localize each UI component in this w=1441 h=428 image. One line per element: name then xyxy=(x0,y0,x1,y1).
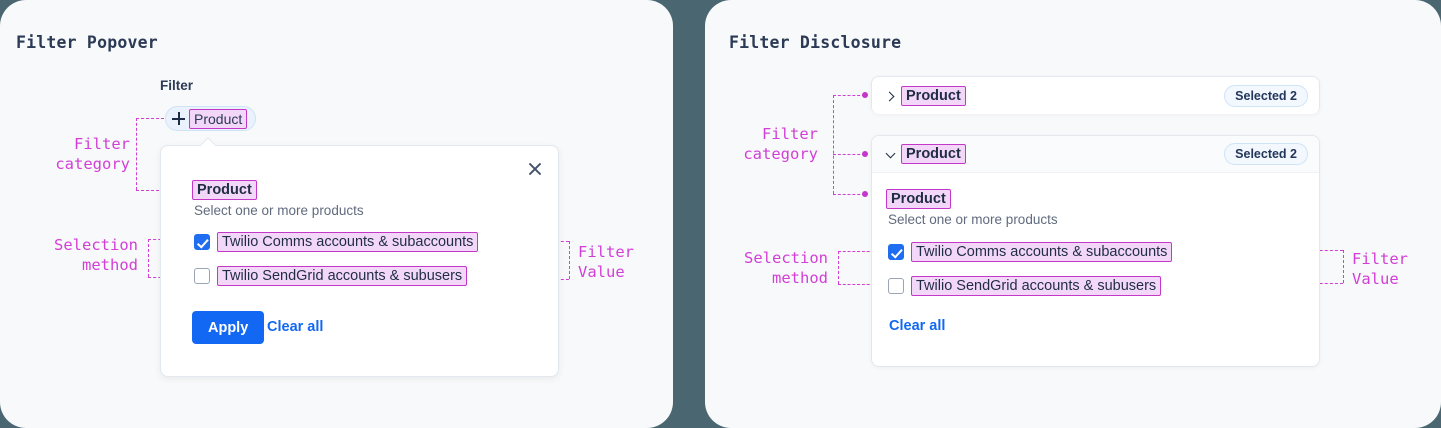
disclosure-card-expanded: Product Selected 2 Product Select one or… xyxy=(871,135,1320,367)
checkbox-row-comms[interactable]: Twilio Comms accounts & subaccounts xyxy=(888,242,1173,262)
disclosure-header[interactable]: Product Selected 2 xyxy=(872,136,1319,173)
clear-all-link[interactable]: Clear all xyxy=(889,318,946,334)
close-icon[interactable] xyxy=(525,159,545,179)
checkbox-row-sendgrid[interactable]: Twilio SendGrid accounts & subusers xyxy=(194,266,468,286)
checkbox-label: Twilio Comms accounts & subaccounts xyxy=(217,232,479,252)
annotation-dot xyxy=(862,151,868,157)
annotation-connector-v xyxy=(569,241,570,279)
filter-popover-panel: Filter Popover Filter category Selection… xyxy=(0,0,673,428)
annotation-dot xyxy=(862,92,868,98)
annotation-connector-h xyxy=(136,118,169,119)
status-badge: Selected 2 xyxy=(1224,143,1308,165)
annotation-filter-category-left: Filter category xyxy=(55,135,130,173)
annotation-connector-v xyxy=(838,251,839,284)
annotation-connector-v xyxy=(136,118,137,190)
checkbox-unchecked-icon[interactable] xyxy=(194,268,210,284)
disclosure-header[interactable]: Product Selected 2 xyxy=(872,77,1319,114)
filter-chip-label: Product xyxy=(189,108,248,129)
checkbox-label: Twilio SendGrid accounts & subusers xyxy=(217,266,468,286)
annotation-connector-v xyxy=(148,239,149,277)
annotation-connector-h xyxy=(833,154,865,155)
disclosure-title: Product xyxy=(901,144,966,164)
disclosure-group-subtitle: Select one or more products xyxy=(888,212,1058,227)
checkbox-checked-icon[interactable] xyxy=(888,244,904,260)
checkbox-label: Twilio SendGrid accounts & subusers xyxy=(911,276,1162,296)
disclosure-group-title: Product xyxy=(886,189,951,209)
filter-chip-product[interactable]: Product xyxy=(165,106,257,131)
annotation-filter-value-right: Filter Value xyxy=(1352,250,1408,288)
annotation-selection-method-left: Selection method xyxy=(54,236,138,274)
clear-all-link[interactable]: Clear all xyxy=(267,319,324,335)
chevron-down-icon[interactable] xyxy=(883,147,897,161)
popover-group-title: Product xyxy=(192,180,257,200)
annotation-connector-h xyxy=(838,251,884,252)
apply-button[interactable]: Apply xyxy=(192,311,265,344)
filter-label: Filter xyxy=(160,78,194,93)
filter-popover-card: Product Select one or more products Twil… xyxy=(160,145,559,377)
disclosure-card-collapsed[interactable]: Product Selected 2 xyxy=(871,76,1320,114)
checkbox-label: Twilio Comms accounts & subaccounts xyxy=(911,242,1173,262)
annotation-connector-v xyxy=(833,95,834,194)
chevron-right-icon[interactable] xyxy=(883,89,897,103)
annotation-connector-h xyxy=(838,284,884,285)
popover-arrow xyxy=(199,137,216,146)
annotation-filter-category-right: Filter category xyxy=(743,125,818,163)
annotation-dot xyxy=(862,191,868,197)
checkbox-checked-icon[interactable] xyxy=(194,234,210,250)
annotation-connector-h xyxy=(833,194,865,195)
checkbox-unchecked-icon[interactable] xyxy=(888,278,904,294)
checkbox-row-comms[interactable]: Twilio Comms accounts & subaccounts xyxy=(194,232,479,252)
disclosure-title: Product xyxy=(901,85,966,106)
checkbox-row-sendgrid[interactable]: Twilio SendGrid accounts & subusers xyxy=(888,276,1162,296)
page-title-left: Filter Popover xyxy=(16,33,158,52)
annotation-connector-v xyxy=(1343,250,1344,283)
status-badge: Selected 2 xyxy=(1224,84,1308,107)
annotation-selection-method-right: Selection method xyxy=(744,249,828,287)
annotation-filter-value-left: Filter Value xyxy=(578,243,634,281)
popover-group-subtitle: Select one or more products xyxy=(194,203,364,218)
page-title-right: Filter Disclosure xyxy=(729,33,902,52)
plus-icon xyxy=(172,112,185,125)
annotation-connector-h xyxy=(833,95,865,96)
